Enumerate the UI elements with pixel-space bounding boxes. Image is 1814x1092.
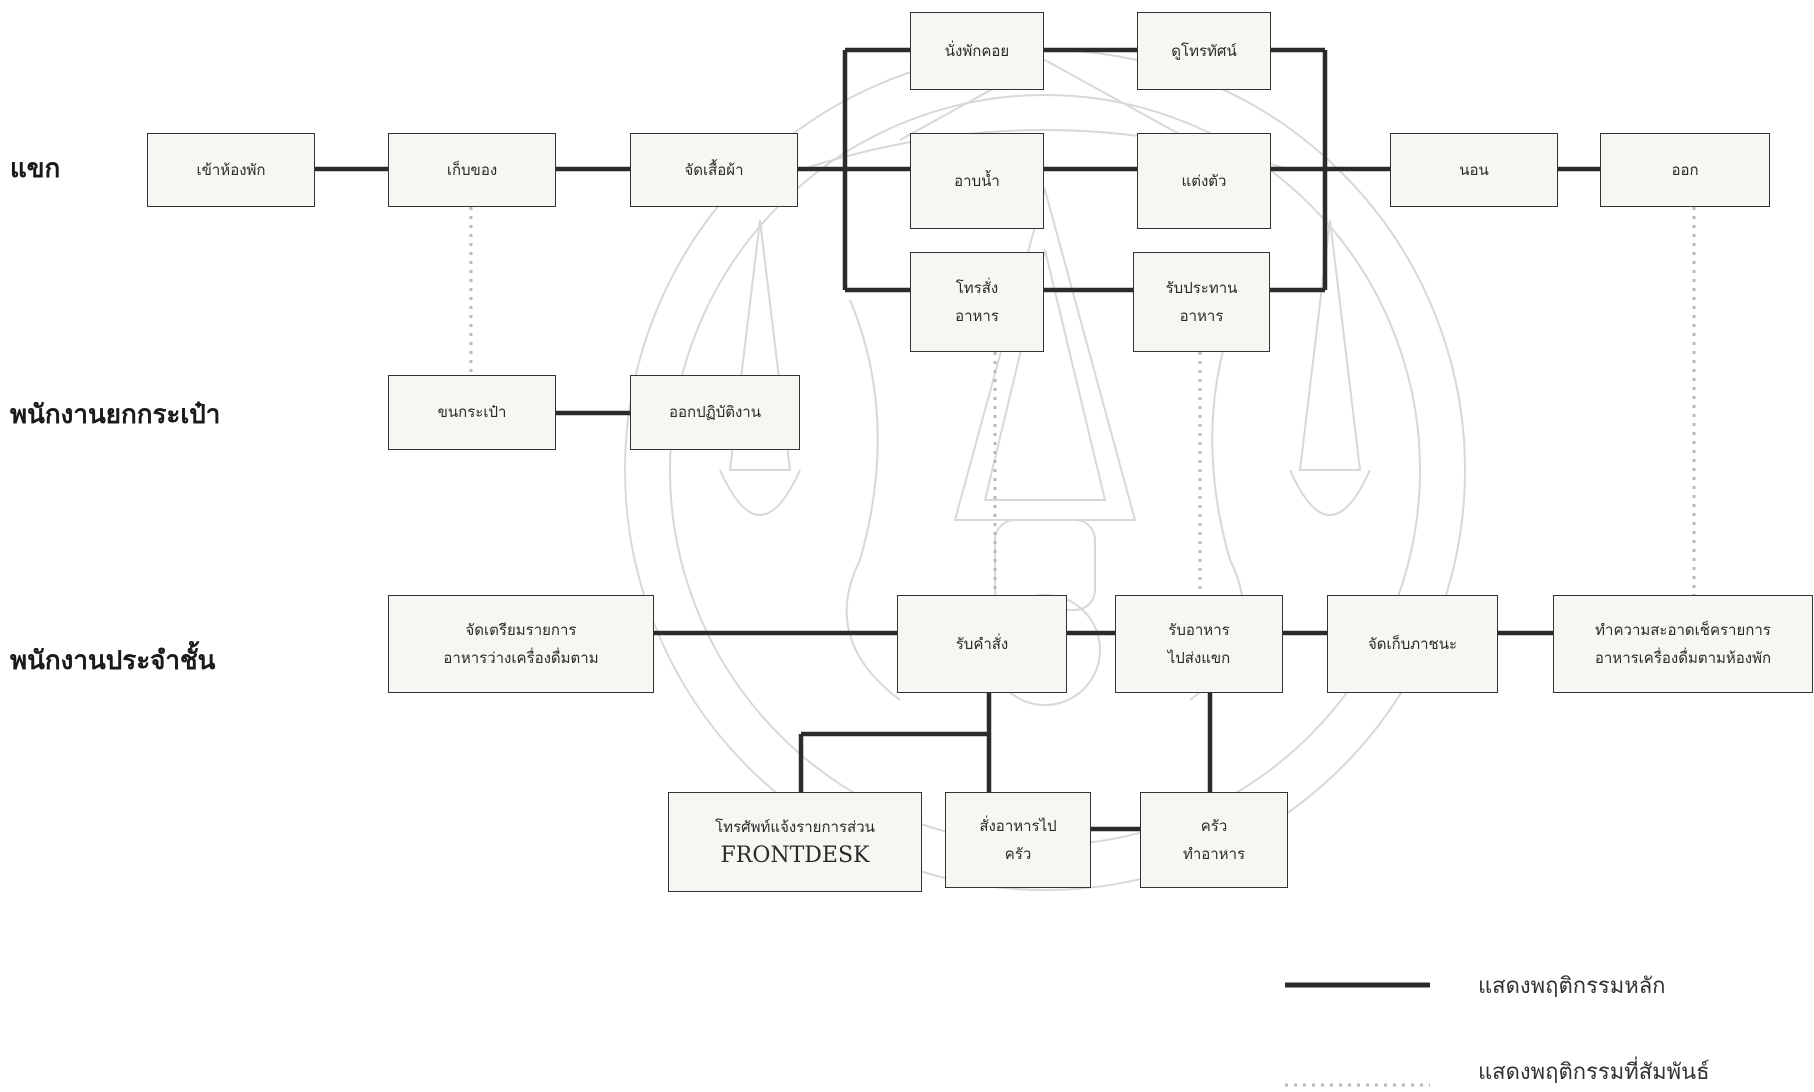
- box-eat-food-line1: รับประทาน: [1165, 278, 1238, 297]
- box-collect-dishes-label: จัดเก็บภาชนะ: [1367, 634, 1458, 653]
- box-clean-room: ทำความสะอาดเช็ครายการ อาหารเครื่องดื่มตา…: [1553, 595, 1813, 693]
- box-kitchen-cook-line1: ครัว: [1200, 816, 1228, 835]
- box-go-to-work: ออกปฏิบัติงาน: [630, 375, 800, 450]
- box-phone-frontdesk: โทรศัพท์แจ้งรายการส่วน FRONTDESK: [668, 792, 922, 892]
- box-check-out-label: ออก: [1671, 160, 1699, 179]
- box-deliver-food-line2: ไปส่งแขก: [1167, 649, 1231, 667]
- box-watch-tv-label: ดูโทรทัศน์: [1171, 41, 1237, 60]
- box-check-out: ออก: [1600, 133, 1770, 207]
- legend-main-label: แสดงพฤติกรรมหลัก: [1478, 974, 1666, 999]
- box-sleep: นอน: [1390, 133, 1558, 207]
- box-check-in-label: เข้าห้องพัก: [196, 160, 266, 179]
- box-arrange-clothes: จัดเสื้อผ้า: [630, 133, 798, 207]
- box-go-to-work-label: ออกปฏิบัติงาน: [669, 403, 761, 422]
- box-sleep-label: นอน: [1459, 160, 1489, 179]
- box-take-order: รับคำสั่ง: [897, 595, 1067, 693]
- box-order-to-kitchen: สั่งอาหารไป ครัว: [945, 792, 1091, 888]
- box-prepare-menu-line2: อาหารว่างเครื่องดื่มตาม: [443, 649, 599, 667]
- box-carry-luggage: ขนกระเป๋า: [388, 375, 556, 450]
- box-deliver-food: รับอาหาร ไปส่งแขก: [1115, 595, 1283, 693]
- box-bathe-label: อาบน้ำ: [954, 171, 1000, 190]
- box-sit-wait-label: นั่งพักคอย: [944, 41, 1010, 60]
- lane-porter: พนักงานยกกระเป๋า: [10, 400, 221, 430]
- box-kitchen-cook: ครัว ทำอาหาร: [1140, 792, 1288, 888]
- lane-guest: แขก: [10, 154, 61, 184]
- box-prepare-menu: จัดเตรียมรายการ อาหารว่างเครื่องดื่มตาม: [388, 595, 654, 693]
- legend-related-label: แสดงพฤติกรรมที่สัมพันธ์: [1478, 1060, 1710, 1085]
- box-carry-luggage-label: ขนกระเป๋า: [437, 403, 507, 422]
- box-phone-frontdesk-line2: FRONTDESK: [720, 842, 870, 868]
- box-watch-tv: ดูโทรทัศน์: [1137, 12, 1271, 90]
- box-prepare-menu-line1: จัดเตรียมรายการ: [465, 620, 577, 639]
- box-check-in: เข้าห้องพัก: [147, 133, 315, 207]
- box-order-to-kitchen-line2: ครัว: [1004, 845, 1032, 863]
- box-take-order-label: รับคำสั่ง: [955, 634, 1009, 653]
- box-store-items-label: เก็บของ: [446, 160, 498, 179]
- university-seal-watermark: [624, 49, 1466, 891]
- main-lines: [314, 47, 1600, 832]
- lane-floor-staff: พนักงานประจำชั้น: [10, 646, 216, 676]
- box-phone-frontdesk-line1: โทรศัพท์แจ้งรายการส่วน: [715, 818, 875, 837]
- box-arrange-clothes-label: จัดเสื้อผ้า: [684, 160, 744, 179]
- box-store-items: เก็บของ: [388, 133, 556, 207]
- box-call-order-food: โทรสั่ง อาหาร: [910, 252, 1044, 352]
- box-deliver-food-line1: รับอาหาร: [1168, 620, 1230, 639]
- box-sit-wait: นั่งพักคอย: [910, 12, 1044, 90]
- box-call-order-food-line2: อาหาร: [955, 307, 999, 325]
- box-order-to-kitchen-line1: สั่งอาหารไป: [979, 816, 1057, 835]
- box-get-dressed: แต่งตัว: [1137, 133, 1271, 229]
- related-lines: [469, 207, 1696, 595]
- box-clean-room-line2: อาหารเครื่องดื่มตามห้องพัก: [1594, 649, 1772, 667]
- box-collect-dishes: จัดเก็บภาชนะ: [1327, 595, 1498, 693]
- box-eat-food-line2: อาหาร: [1179, 307, 1224, 325]
- box-clean-room-line1: ทำความสะอาดเช็ครายการ: [1595, 620, 1771, 639]
- box-call-order-food-line1: โทรสั่ง: [955, 278, 999, 297]
- box-get-dressed-label: แต่งตัว: [1181, 171, 1227, 190]
- box-bathe: อาบน้ำ: [910, 133, 1044, 229]
- box-eat-food: รับประทาน อาหาร: [1133, 252, 1270, 352]
- box-kitchen-cook-line2: ทำอาหาร: [1182, 845, 1246, 863]
